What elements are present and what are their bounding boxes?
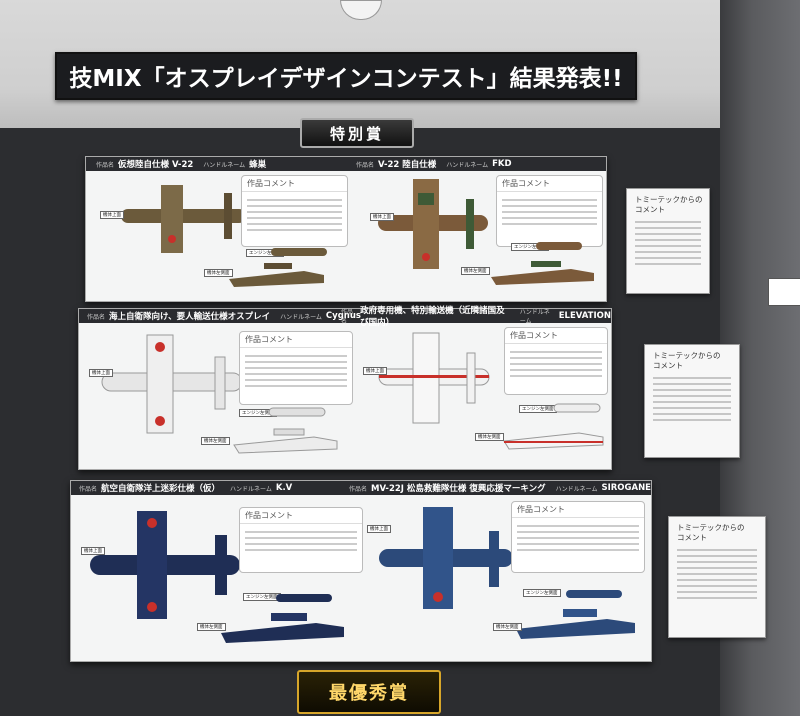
contest-result-banner: 技MIX「オスプレイデザインコンテスト」結果発表!! bbox=[55, 52, 637, 100]
aircraft-top-view-3 bbox=[101, 334, 243, 434]
comment-title: 作品コメント bbox=[505, 328, 607, 344]
entry-handle: FKD bbox=[492, 159, 512, 169]
aircraft-top-view-4 bbox=[378, 332, 490, 424]
entry-title: 海上自衛隊向け、要人輸送仕様オスプレイ bbox=[109, 312, 271, 322]
maker-comment-card-3: トミーテックからの コメント bbox=[668, 516, 766, 638]
entry-panel-2: 作品名 海上自衛隊向け、要人輸送仕様オスプレイ ハンドルネーム Cygnus 作… bbox=[78, 306, 612, 470]
aircraft-side-view-3 bbox=[233, 428, 338, 454]
card-title-line2: コメント bbox=[653, 361, 683, 370]
engine-tag: エンジン左側面 bbox=[519, 405, 557, 413]
special-award-plate: 特別賞 bbox=[300, 118, 414, 148]
handle-label: ハンドルネーム bbox=[446, 161, 489, 169]
side-tag: 機体左側面 bbox=[475, 433, 504, 441]
handle-label: ハンドルネーム bbox=[519, 309, 550, 325]
aircraft-top-view-1 bbox=[121, 185, 246, 253]
entry-panel-1: 作品名 仮想陸自仕様 V-22 ハンドルネーム 蜂巣 作品名 V-22 陸自仕様… bbox=[85, 156, 607, 302]
comment-box-4: 作品コメント bbox=[504, 327, 608, 395]
entry-title: 政府専用機、特別輸送機（近隣諸国及び国内） bbox=[360, 306, 505, 328]
aircraft-side-view-5 bbox=[221, 613, 344, 643]
entry-handle: SIROGANE bbox=[601, 483, 651, 493]
grand-prize-label: 最優秀賞 bbox=[329, 683, 409, 704]
engine-tag: エンジン左側面 bbox=[523, 589, 561, 597]
comment-box-6: 作品コメント bbox=[511, 501, 645, 573]
entry-title: 航空自衛隊洋上迷彩仕様（仮） bbox=[101, 484, 221, 494]
engine-view-3 bbox=[268, 407, 326, 417]
comment-box-5: 作品コメント bbox=[239, 507, 363, 573]
upper-tag: 機体上面 bbox=[370, 213, 394, 221]
card-title-line2: コメント bbox=[677, 533, 707, 542]
side-tag: 機体左側面 bbox=[201, 437, 230, 445]
work-label: 作品名 bbox=[96, 161, 115, 169]
aircraft-side-view-4 bbox=[503, 432, 604, 450]
grand-prize-plate: 最優秀賞 bbox=[297, 670, 441, 714]
maker-comment-card-2: トミーテックからの コメント bbox=[644, 344, 740, 458]
side-tag: 機体左側面 bbox=[204, 269, 233, 277]
aircraft-top-view-6 bbox=[379, 507, 513, 609]
upper-tag: 機体上面 bbox=[100, 211, 124, 219]
side-tag: 機体左側面 bbox=[461, 267, 490, 275]
card-title-line1: トミーテックからの bbox=[677, 523, 745, 532]
card-title-line1: トミーテックからの bbox=[653, 351, 721, 360]
work-label: 作品名 bbox=[356, 161, 375, 169]
work-label: 作品名 bbox=[79, 485, 98, 493]
entry-handle: ELEVATION bbox=[558, 311, 611, 321]
entry-handle: Cygnus bbox=[325, 311, 361, 321]
upper-tag: 機体上面 bbox=[81, 547, 105, 555]
comment-title: 作品コメント bbox=[240, 332, 352, 348]
aircraft-side-view-1 bbox=[229, 263, 324, 287]
engine-view-5 bbox=[276, 594, 332, 602]
engine-tag: エンジン左側面 bbox=[243, 593, 281, 601]
work-label: 作品名 bbox=[349, 485, 368, 493]
engine-view-2 bbox=[536, 242, 582, 250]
panel-header-1: 作品名 仮想陸自仕様 V-22 ハンドルネーム 蜂巣 作品名 V-22 陸自仕様… bbox=[86, 157, 606, 171]
engine-view-1 bbox=[271, 248, 327, 256]
handle-label: ハンドルネーム bbox=[203, 161, 246, 169]
comment-title: 作品コメント bbox=[512, 502, 644, 518]
entry-title: MV-22J 松島救難隊仕様 復興応援マーキング bbox=[371, 484, 546, 494]
handle-label: ハンドルネーム bbox=[280, 313, 322, 321]
entry-handle: 蜂巣 bbox=[249, 160, 267, 170]
comment-title: 作品コメント bbox=[497, 176, 602, 192]
aircraft-top-view-2 bbox=[378, 179, 488, 269]
entry-title: 仮想陸自仕様 V-22 bbox=[118, 160, 194, 170]
aircraft-top-view-5 bbox=[90, 511, 240, 619]
side-tag: 機体左側面 bbox=[197, 623, 226, 631]
side-tag: 機体左側面 bbox=[493, 623, 522, 631]
work-label: 作品名 bbox=[341, 309, 354, 325]
comment-title: 作品コメント bbox=[240, 508, 362, 524]
work-label: 作品名 bbox=[87, 313, 106, 321]
handle-label: ハンドルネーム bbox=[230, 485, 272, 493]
comment-box-1: 作品コメント bbox=[241, 175, 348, 247]
card-title-line2: コメント bbox=[635, 205, 665, 214]
comment-box-3: 作品コメント bbox=[239, 331, 353, 405]
upper-tag: 機体上面 bbox=[367, 525, 391, 533]
entry-title: V-22 陸自仕様 bbox=[378, 160, 437, 170]
special-award-label: 特別賞 bbox=[329, 124, 384, 143]
comment-box-2: 作品コメント bbox=[496, 175, 603, 247]
panel-header-3: 作品名 航空自衛隊洋上迷彩仕様（仮） ハンドルネーム K.V 作品名 MV-22… bbox=[71, 481, 651, 495]
banner-title: 技MIX「オスプレイデザインコンテスト」結果発表!! bbox=[69, 66, 623, 92]
handle-label: ハンドルネーム bbox=[555, 485, 598, 493]
engine-view-6 bbox=[566, 590, 622, 598]
aircraft-side-view-6 bbox=[516, 609, 635, 639]
entry-panel-3: 作品名 航空自衛隊洋上迷彩仕様（仮） ハンドルネーム K.V 作品名 MV-22… bbox=[70, 480, 652, 662]
aircraft-side-view-2 bbox=[491, 261, 594, 285]
maker-comment-card-1: トミーテックからの コメント bbox=[626, 188, 710, 294]
upper-tag: 機体上面 bbox=[89, 369, 113, 377]
engine-view-4 bbox=[553, 403, 601, 413]
entry-handle: K.V bbox=[275, 483, 293, 493]
upper-tag: 機体上面 bbox=[363, 367, 387, 375]
side-sign bbox=[768, 278, 800, 306]
card-title-line1: トミーテックからの bbox=[635, 195, 703, 204]
comment-title: 作品コメント bbox=[242, 176, 347, 192]
panel-header-2: 作品名 海上自衛隊向け、要人輸送仕様オスプレイ ハンドルネーム Cygnus 作… bbox=[79, 306, 611, 328]
